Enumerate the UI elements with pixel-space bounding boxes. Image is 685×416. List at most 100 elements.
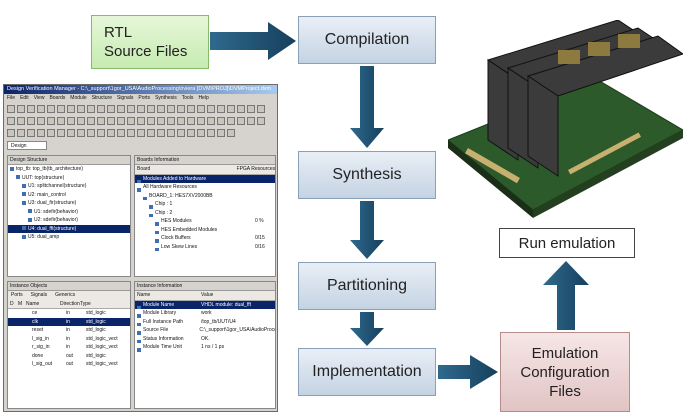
- toolbar-button[interactable]: [7, 105, 15, 113]
- toolbar-button[interactable]: [107, 117, 115, 125]
- toolbar-button[interactable]: [187, 129, 195, 137]
- toolbar-button[interactable]: [187, 105, 195, 113]
- toolbar-button[interactable]: [247, 117, 255, 125]
- menu-synthesis[interactable]: Synthesis: [155, 95, 177, 101]
- toolbar-button[interactable]: [197, 117, 205, 125]
- toolbar-button[interactable]: [237, 105, 245, 113]
- toolbar-button[interactable]: [147, 117, 155, 125]
- toolbar-button[interactable]: [57, 117, 65, 125]
- toolbar-button[interactable]: [207, 117, 215, 125]
- toolbar-button[interactable]: [47, 117, 55, 125]
- toolbar-button[interactable]: [217, 105, 225, 113]
- toolbar-button[interactable]: [77, 117, 85, 125]
- tree-item[interactable]: U1: splitchannel(structure): [8, 182, 130, 191]
- toolbar-button[interactable]: [97, 129, 105, 137]
- toolbar-button[interactable]: [47, 105, 55, 113]
- toolbar-button[interactable]: [87, 117, 95, 125]
- board-row[interactable]: Chip : 2: [135, 209, 275, 217]
- toolbar-button[interactable]: [127, 129, 135, 137]
- toolbar-button[interactable]: [7, 117, 15, 125]
- toolbar-button[interactable]: [67, 117, 75, 125]
- toolbar-button[interactable]: [17, 129, 25, 137]
- menu-view[interactable]: View: [33, 95, 45, 101]
- board-row[interactable]: HES Embedded Modules: [135, 226, 275, 234]
- toolbar-button[interactable]: [167, 117, 175, 125]
- toolbar-button[interactable]: [57, 105, 65, 113]
- toolbar-button[interactable]: [137, 129, 145, 137]
- toolbar-button[interactable]: [177, 117, 185, 125]
- toolbar-button[interactable]: [107, 105, 115, 113]
- toolbar-button[interactable]: [27, 105, 35, 113]
- menu-help[interactable]: Help: [198, 95, 209, 101]
- toolbar-button[interactable]: [207, 129, 215, 137]
- toolbar-button[interactable]: [257, 117, 265, 125]
- toolbar-button[interactable]: [197, 129, 205, 137]
- toolbar-button[interactable]: [147, 129, 155, 137]
- menu-ports[interactable]: Ports: [138, 95, 151, 101]
- board-row[interactable]: BOARD_1: HES7XV2000BB: [135, 192, 275, 200]
- toolbar-button[interactable]: [217, 129, 225, 137]
- toolbar-button[interactable]: [157, 105, 165, 113]
- menu-module[interactable]: Module: [70, 95, 87, 101]
- board-row[interactable]: Modules Added to Hardware: [135, 174, 275, 183]
- toolbar-button[interactable]: [117, 105, 125, 113]
- toolbar-button[interactable]: [227, 117, 235, 125]
- toolbar-button[interactable]: [167, 105, 175, 113]
- toolbar-button[interactable]: [187, 117, 195, 125]
- toolbar-button[interactable]: [97, 117, 105, 125]
- toolbar-button[interactable]: [147, 105, 155, 113]
- toolbar-button[interactable]: [247, 105, 255, 113]
- toolbar-button[interactable]: [37, 117, 45, 125]
- toolbar-button[interactable]: [167, 129, 175, 137]
- tree-item[interactable]: U1: sdefir(behavior): [8, 208, 130, 217]
- board-row[interactable]: All Hardware Resources: [135, 183, 275, 192]
- tab-design[interactable]: Design: [7, 141, 47, 150]
- menu-structure[interactable]: Structure: [91, 95, 112, 101]
- toolbar-button[interactable]: [77, 105, 85, 113]
- toolbar-button[interactable]: [27, 129, 35, 137]
- toolbar-button[interactable]: [7, 129, 15, 137]
- menu-edit[interactable]: Edit: [20, 95, 29, 101]
- toolbar-button[interactable]: [117, 117, 125, 125]
- tab-generics[interactable]: Generics: [55, 292, 76, 298]
- toolbar-button[interactable]: [87, 105, 95, 113]
- toolbar-button[interactable]: [77, 129, 85, 137]
- toolbar-button[interactable]: [207, 105, 215, 113]
- tab-ports[interactable]: Ports: [11, 292, 23, 298]
- toolbar-button[interactable]: [37, 129, 45, 137]
- toolbar-button[interactable]: [227, 129, 235, 137]
- toolbar-button[interactable]: [177, 129, 185, 137]
- toolbar-button[interactable]: [257, 105, 265, 113]
- toolbar-button[interactable]: [217, 117, 225, 125]
- tree-item[interactable]: U2: sdefir(behavior): [8, 216, 130, 225]
- toolbar-button[interactable]: [137, 117, 145, 125]
- toolbar-button[interactable]: [47, 129, 55, 137]
- toolbar-button[interactable]: [177, 105, 185, 113]
- menu-signals[interactable]: Signals: [116, 95, 134, 101]
- toolbar-button[interactable]: [107, 129, 115, 137]
- toolbar-button[interactable]: [157, 129, 165, 137]
- menu-tools[interactable]: Tools: [181, 95, 194, 101]
- tree-item[interactable]: U5: dual_amp: [8, 233, 130, 242]
- tree-item[interactable]: UUT: top(structure): [8, 174, 130, 183]
- tree-item[interactable]: U2: main_control: [8, 191, 130, 200]
- toolbar-button[interactable]: [127, 105, 135, 113]
- toolbar-button[interactable]: [17, 117, 25, 125]
- info-row[interactable]: Full Instance Path/top_tb/UUT/U4: [135, 318, 275, 326]
- toolbar-button[interactable]: [157, 117, 165, 125]
- toolbar-button[interactable]: [117, 129, 125, 137]
